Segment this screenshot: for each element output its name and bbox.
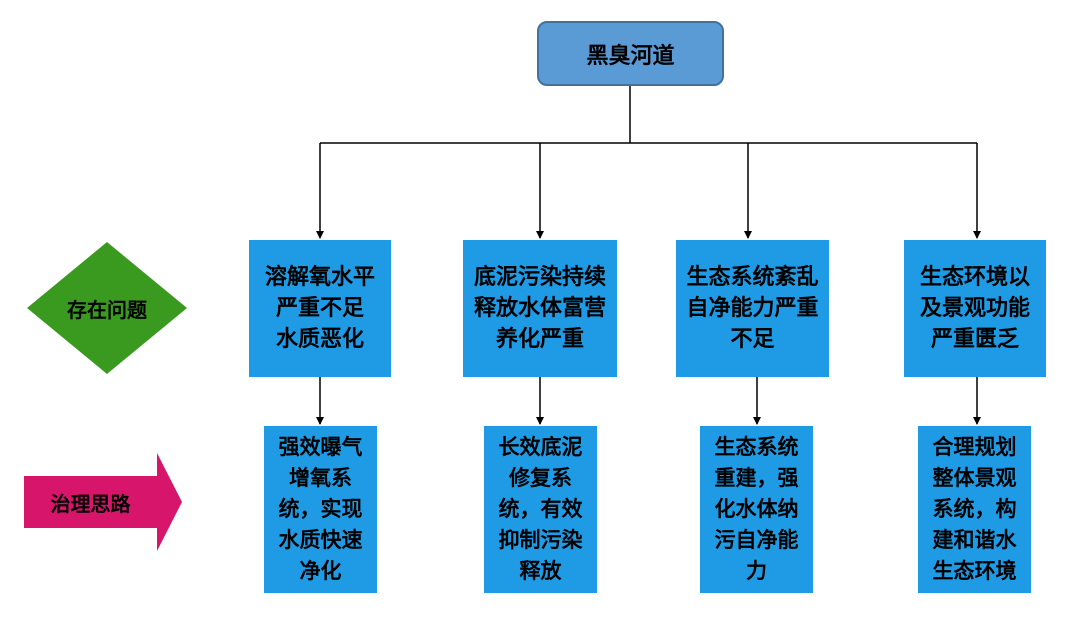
solution-node-2: 长效底泥 修复系 统，有效 抑制污染 释放 xyxy=(484,426,597,593)
problems-diamond-shape xyxy=(27,242,187,374)
problem-node-2-text: 底泥污染持续 释放水体富营 养化严重 xyxy=(473,265,606,352)
solutions-row-label: 治理思路 xyxy=(50,492,131,516)
root-node: 黑臭河道 xyxy=(537,21,724,86)
solutions-arrow-shape xyxy=(24,453,182,551)
problem-node-3: 生态系统紊乱 自净能力严重 不足 xyxy=(676,240,829,377)
root-node-label: 黑臭河道 xyxy=(586,43,675,69)
problem-node-4: 生态环境以 及景观功能 严重匮乏 xyxy=(904,240,1046,377)
problems-row-label: 存在问题 xyxy=(67,298,147,322)
solution-node-4: 合理规划 整体景观 系统，构 建和谐水 生态环境 xyxy=(918,426,1031,593)
solution-node-1: 强效曝气 增氧系 统，实现 水质快速 净化 xyxy=(264,426,377,593)
solution-node-3: 生态系统 重建，强 化水体纳 污自净能 力 xyxy=(700,426,813,593)
problem-node-2: 底泥污染持续 释放水体富营 养化严重 xyxy=(463,240,617,377)
solution-node-4-text: 合理规划 整体景观 系统，构 建和谐水 生态环境 xyxy=(932,435,1017,583)
solution-node-1-text: 强效曝气 增氧系 统，实现 水质快速 净化 xyxy=(278,435,363,583)
problem-node-4-text: 生态环境以 及景观功能 严重匮乏 xyxy=(919,265,1030,352)
problem-node-3-text: 生态系统紊乱 自净能力严重 不足 xyxy=(686,265,819,352)
solution-node-3-text: 生态系统 重建，强 化水体纳 污自净能 力 xyxy=(714,435,799,583)
problem-node-1-text: 溶解氧水平 严重不足 水质恶化 xyxy=(264,265,375,352)
problem-node-1: 溶解氧水平 严重不足 水质恶化 xyxy=(249,240,391,377)
solution-node-2-text: 长效底泥 修复系 统，有效 抑制污染 释放 xyxy=(498,435,583,583)
